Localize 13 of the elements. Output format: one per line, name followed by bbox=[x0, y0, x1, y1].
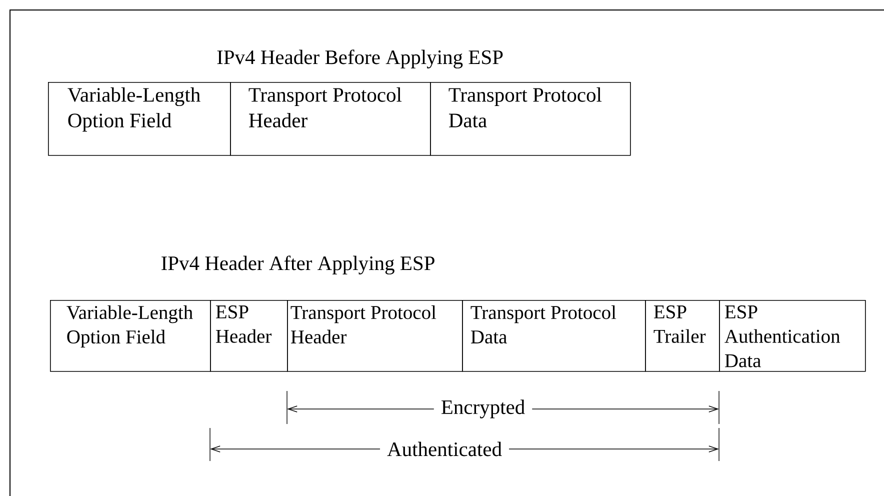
field-cell: Transport Protocol Data bbox=[430, 82, 631, 156]
row-heading: IPv4 Header Before Applying ESP bbox=[217, 50, 503, 68]
field-cell: ESP Header bbox=[210, 300, 288, 372]
field-cell: Transport Protocol Data bbox=[462, 300, 646, 372]
span-label: Authenticated bbox=[380, 440, 509, 458]
field-cell: Transport Protocol Header bbox=[230, 82, 431, 156]
field-cell: ESP Authentication Data bbox=[719, 300, 866, 372]
span-label: Encrypted bbox=[434, 398, 532, 420]
field-cell: Variable-Length Option Field bbox=[48, 82, 231, 156]
field-cell: ESP Trailer bbox=[645, 300, 720, 372]
field-cell: Transport Protocol Header bbox=[287, 300, 463, 372]
row-heading: IPv4 Header After Applying ESP bbox=[162, 256, 434, 274]
field-cell: Variable-Length Option Field bbox=[50, 300, 211, 372]
